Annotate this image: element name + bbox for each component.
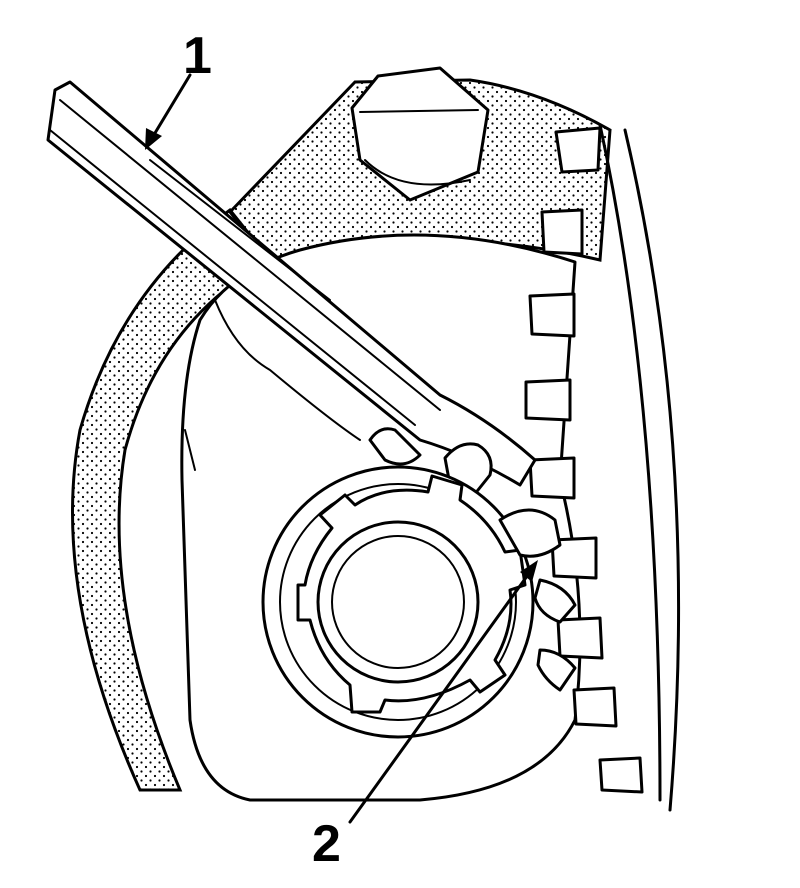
callout-label-2: 2 [312,815,341,873]
callout-label-1: 1 [183,27,212,85]
plate-edge-mark [184,429,196,471]
callout-arrow-1 [145,73,192,150]
callout-arrow-2 [348,560,538,824]
locating-lug [368,427,422,466]
wrench-tool [46,80,537,487]
hex-bolt [350,66,490,202]
timing-belt [71,207,273,792]
drive-cog [498,508,577,692]
sprocket-teeth [524,123,681,812]
plate-contour [214,299,361,441]
tensioner-pulley [261,465,535,739]
